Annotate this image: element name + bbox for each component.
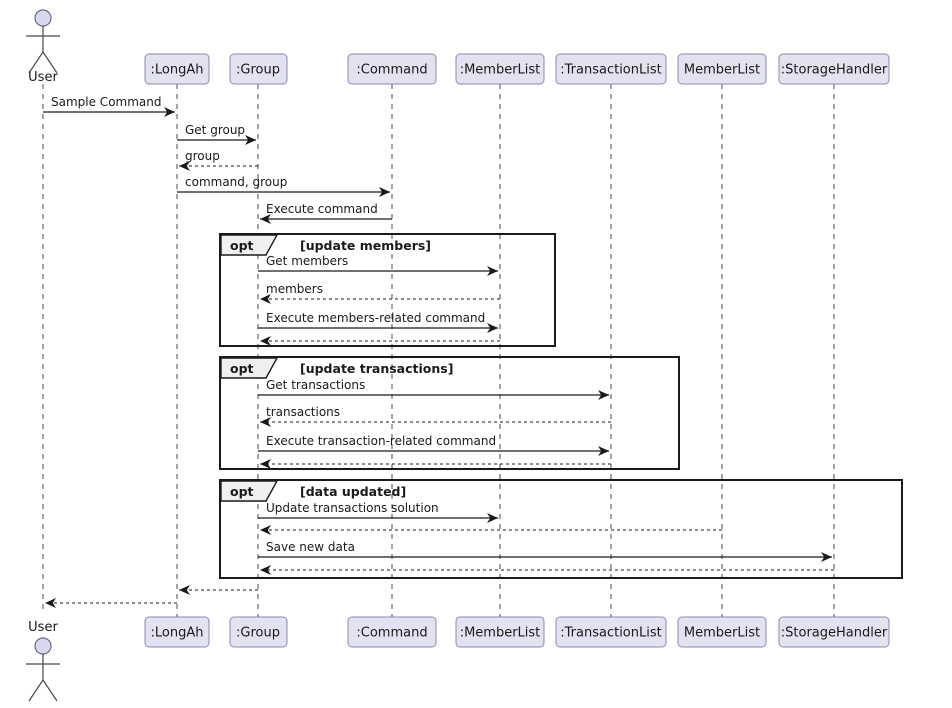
participant-box-memberlist2-top[interactable] <box>677 53 767 85</box>
participant-label-command-bottom: :Command <box>356 626 427 641</box>
participant-transactionlist-bottom[interactable]: :TransactionList <box>555 616 667 648</box>
participant-box-command-bottom[interactable] <box>347 616 437 648</box>
fragment-opt-update-members[interactable]: opt [update members] <box>219 233 556 347</box>
participant-label-group-top: :Group <box>236 63 280 78</box>
message-label-m7: members <box>266 282 323 296</box>
message-m14[interactable]: Update transactions solution <box>258 501 498 523</box>
participant-longah-bottom[interactable]: :LongAh <box>144 616 210 648</box>
fragment-operator-opt-data-updated: opt <box>230 484 254 499</box>
participant-memberlist2-top[interactable]: MemberList <box>677 53 767 85</box>
participants-layer: :LongAh :LongAh :Group :Group :Command :Comma… <box>144 53 890 648</box>
fragment-tab-opt-update-transactions <box>220 357 279 379</box>
message-label-m1: Sample Command <box>51 95 161 109</box>
fragment-tab-opt-update-members <box>220 234 279 256</box>
message-m11[interactable]: transactions <box>260 405 611 427</box>
participant-box-group-bottom[interactable] <box>229 616 288 648</box>
participant-label-memberlist1-top: :MemberList <box>460 63 541 78</box>
participant-label-storagehandler-bottom: :StorageHandler <box>781 626 888 641</box>
fragment-guard-opt-update-transactions: [update transactions] <box>300 361 453 376</box>
fragment-opt-data-updated[interactable]: opt [data updated] <box>219 479 903 579</box>
participant-storagehandler-top[interactable]: :StorageHandler <box>778 53 890 85</box>
participant-label-storagehandler-top: :StorageHandler <box>781 63 888 78</box>
participant-memberlist2-bottom[interactable]: MemberList <box>677 616 767 648</box>
participant-storagehandler-bottom[interactable]: :StorageHandler <box>778 616 890 648</box>
participant-label-transactionlist-bottom: :TransactionList <box>560 626 661 641</box>
participant-box-longah-bottom[interactable] <box>144 616 210 648</box>
participant-label-memberlist2-bottom: MemberList <box>684 626 760 641</box>
actor-label-top: User <box>28 70 58 85</box>
actor-head-icon-top <box>34 9 52 27</box>
message-m5[interactable]: Execute command <box>260 202 392 224</box>
fragment-guard-opt-data-updated: [data updated] <box>300 484 406 499</box>
message-label-m2: Get group <box>185 123 245 137</box>
participant-memberlist1-bottom[interactable]: :MemberList <box>455 616 545 648</box>
participant-label-memberlist1-bottom: :MemberList <box>460 626 541 641</box>
fragment-tab-opt-data-updated <box>220 480 279 502</box>
message-label-m6: Get members <box>266 254 348 268</box>
message-m6[interactable]: Get members <box>258 254 498 276</box>
participant-box-longah-top[interactable] <box>144 53 210 85</box>
participant-label-memberlist2-top: MemberList <box>684 63 760 78</box>
participant-box-transactionlist-bottom[interactable] <box>555 616 667 648</box>
fragment-border-opt-update-members <box>219 233 556 347</box>
actor-leg-left-bottom <box>28 679 44 702</box>
message-label-m4: command, group <box>185 175 287 189</box>
actor-user-bottom[interactable]: User <box>26 620 60 702</box>
participant-label-longah-top: :LongAh <box>151 63 204 78</box>
lifelines-layer <box>42 84 835 617</box>
fragment-border-opt-data-updated <box>219 479 903 579</box>
participant-memberlist1-top[interactable]: :MemberList <box>455 53 545 85</box>
participant-box-storagehandler-top[interactable] <box>778 53 890 85</box>
participant-group-top[interactable]: :Group <box>229 53 288 85</box>
participant-box-storagehandler-bottom[interactable] <box>778 616 890 648</box>
message-m2[interactable]: Get group <box>177 123 256 145</box>
participant-box-command-top[interactable] <box>347 53 437 85</box>
actor-leg-right-top <box>42 51 58 74</box>
message-m12[interactable]: Execute transaction-related command <box>258 434 609 456</box>
message-m3[interactable]: group <box>179 149 258 171</box>
message-m7[interactable]: members <box>260 282 500 304</box>
message-label-m11: transactions <box>266 405 340 419</box>
message-label-m12: Execute transaction-related command <box>266 434 496 448</box>
participant-label-longah-bottom: :LongAh <box>151 626 204 641</box>
message-m10[interactable]: Get transactions <box>258 378 609 400</box>
message-m1[interactable]: Sample Command <box>43 95 175 117</box>
participant-box-memberlist2-bottom[interactable] <box>677 616 767 648</box>
message-label-m10: Get transactions <box>266 378 365 392</box>
fragment-operator-opt-update-transactions: opt <box>230 361 254 376</box>
participant-longah-top[interactable]: :LongAh <box>144 53 210 85</box>
message-m8[interactable]: Execute members-related command <box>258 311 498 333</box>
participant-box-memberlist1-top[interactable] <box>455 53 545 85</box>
message-label-m8: Execute members-related command <box>266 311 485 325</box>
fragment-opt-update-transactions[interactable]: opt [update transactions] <box>219 356 680 470</box>
actor-head-icon-bottom <box>34 637 52 655</box>
fragment-operator-opt-update-members: opt <box>230 238 254 253</box>
message-label-m3: group <box>185 149 220 163</box>
actor-label-bottom: User <box>28 620 58 635</box>
fragment-border-opt-update-transactions <box>219 356 680 470</box>
participant-command-bottom[interactable]: :Command <box>347 616 437 648</box>
participant-label-group-bottom: :Group <box>236 626 280 641</box>
participant-box-transactionlist-top[interactable] <box>555 53 667 85</box>
message-label-m14: Update transactions solution <box>266 501 439 515</box>
actor-leg-left-top <box>28 51 44 74</box>
participant-label-transactionlist-top: :TransactionList <box>560 63 661 78</box>
participant-box-group-top[interactable] <box>229 53 288 85</box>
message-label-m16: Save new data <box>266 540 355 554</box>
participant-box-memberlist1-bottom[interactable] <box>455 616 545 648</box>
message-m4[interactable]: command, group <box>177 175 390 197</box>
actor-user-top[interactable]: User <box>26 9 60 85</box>
message-label-m5: Execute command <box>266 202 378 216</box>
fragments-layer: opt [update members] opt [update transactio… <box>219 233 903 579</box>
participant-group-bottom[interactable]: :Group <box>229 616 288 648</box>
message-m16[interactable]: Save new data <box>258 540 832 562</box>
actor-leg-right-bottom <box>42 679 58 702</box>
fragment-guard-opt-update-members: [update members] <box>300 238 431 253</box>
participant-command-top[interactable]: :Command <box>347 53 437 85</box>
participant-transactionlist-top[interactable]: :TransactionList <box>555 53 667 85</box>
participant-label-command-top: :Command <box>356 63 427 78</box>
